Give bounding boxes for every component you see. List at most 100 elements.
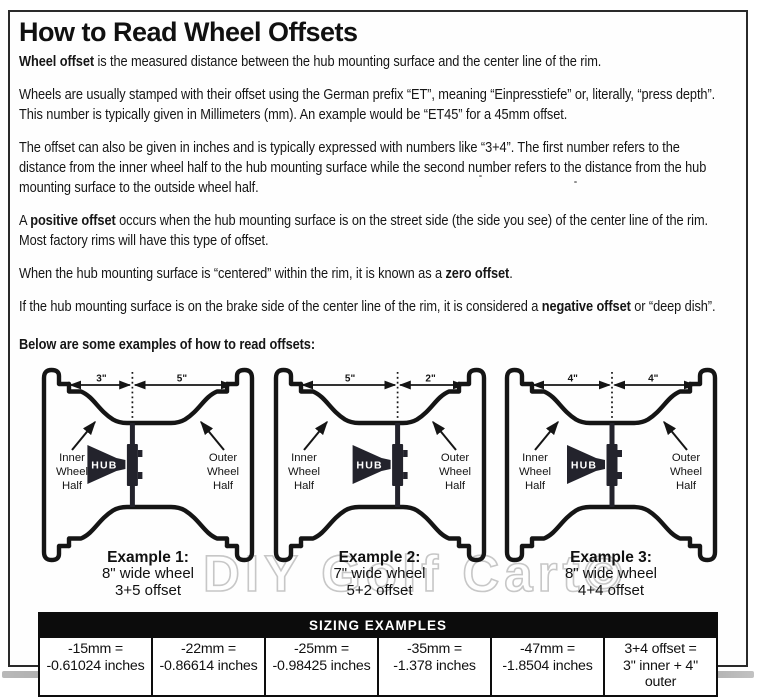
- offset-value: 3+4 offset =: [624, 641, 697, 657]
- paragraph-inches-offset: The offset can also be given in inches a…: [19, 138, 738, 198]
- rim-top-barrel: [529, 381, 693, 426]
- hub-shape: [352, 445, 391, 484]
- text-line: This number is typically given in Millim…: [19, 107, 568, 123]
- sizing-cell-15mm: -15mm = -0.61024 inches: [40, 638, 153, 695]
- caption-title: Example 1:: [107, 549, 189, 566]
- text-run: When the hub mounting surface is “center…: [19, 266, 446, 282]
- text-line: distance from the inner wheel half to th…: [19, 160, 707, 176]
- text-run: A: [19, 213, 31, 229]
- inner-half-arrow: [71, 420, 96, 451]
- bold-negative-offset: negative offset: [541, 299, 631, 315]
- mm-value: -15mm =: [68, 641, 123, 657]
- diagram-caption-2: Example 2: 7" wide wheel 5+2 offset: [266, 549, 494, 599]
- text-run: .: [509, 266, 513, 282]
- dimension-label-inner: 5": [344, 374, 355, 385]
- sizing-table-header: SIZING EXAMPLES: [40, 614, 716, 638]
- caption-offset: 5+2 offset: [346, 581, 413, 599]
- hub-label: HUB: [356, 460, 382, 472]
- text-run: or “deep dish”.: [630, 299, 716, 315]
- text-run: If the hub mounting surface is on the br…: [19, 299, 542, 315]
- paragraph-et-prefix: Wheels are usually stamped with their of…: [19, 85, 738, 125]
- mounting-pad: [391, 444, 403, 486]
- text-line: Most factory rims will have this type of…: [19, 233, 269, 249]
- page-title: How to Read Wheel Offsets: [19, 17, 358, 47]
- mounting-pad: [126, 444, 138, 486]
- diagram-caption-1: Example 1: 8" wide wheel 3+5 offset: [34, 549, 262, 599]
- sizing-table-row: -15mm = -0.61024 inches -22mm = -0.86614…: [40, 638, 716, 695]
- inch-value: -1.8504 inches: [502, 657, 593, 674]
- paragraph-wheel-offset-definition: Wheel offset is the measured distance be…: [19, 52, 738, 72]
- hub-shape: [567, 445, 605, 484]
- caption-wheel-width: 8" wide wheel: [564, 565, 658, 582]
- rim-left-wall: [504, 367, 535, 563]
- sizing-cell-3plus4: 3+4 offset = 3" inner + 4" outer: [605, 638, 716, 695]
- document-page: How to Read Wheel Offsets Wheel offset i…: [8, 10, 748, 697]
- scan-speck: [574, 181, 577, 183]
- text-run: occurs when the hub mounting surface is …: [115, 213, 708, 229]
- pad-stud-top: [402, 450, 408, 457]
- inner-half-arrow: [534, 420, 559, 451]
- hub-shape: [87, 445, 126, 484]
- bold-wheel-offset: Wheel offset: [19, 54, 95, 70]
- dimension-label-outer: 5": [177, 374, 188, 385]
- mm-value: -22mm =: [181, 641, 236, 657]
- caption-title: Example 2:: [338, 549, 421, 566]
- text-line: Wheels are usually stamped with their of…: [19, 87, 716, 103]
- caption-wheel-width: 7" wide wheel: [333, 565, 426, 582]
- caption-title: Example 3:: [570, 549, 652, 566]
- body-copy: Wheel offset is the measured distance be…: [19, 52, 738, 355]
- rim-right-wall: [687, 367, 718, 563]
- caption-offset: 3+5 offset: [114, 581, 182, 599]
- bold-zero-offset: zero offset: [445, 266, 510, 282]
- inch-value: -0.86614 inches: [159, 657, 258, 674]
- paragraph-positive-offset: A positive offset occurs when the hub mo…: [19, 211, 738, 251]
- rim-left-wall: [41, 367, 72, 563]
- scan-speck: [479, 175, 482, 177]
- pad-stud-bottom: [402, 472, 408, 479]
- inch-value: -0.98425 inches: [272, 657, 371, 674]
- mm-value: -47mm =: [520, 641, 575, 657]
- rim-right-wall: [456, 367, 486, 563]
- diagram-caption-3: Example 3: 8" wide wheel 4+4 offset: [497, 549, 725, 599]
- sizing-cell-35mm: -35mm = -1.378 inches: [379, 638, 492, 695]
- sizing-cell-47mm: -47mm = -1.8504 inches: [492, 638, 605, 695]
- caption-wheel-width: 8" wide wheel: [101, 565, 195, 582]
- text-line: mounting surface to the outside wheel ha…: [19, 180, 259, 196]
- sizing-cell-25mm: -25mm = -0.98425 inches: [266, 638, 379, 695]
- dimension-label-outer: 4": [648, 374, 659, 385]
- sizing-examples-table: SIZING EXAMPLES -15mm = -0.61024 inches …: [38, 612, 718, 697]
- dimension-label-outer: 2": [425, 374, 436, 385]
- rim-bottom-barrel: [66, 504, 230, 549]
- outer-half-arrow: [663, 420, 688, 451]
- inner-outer-value: 3" inner + 4" outer: [623, 657, 698, 691]
- pad-stud-bottom: [137, 472, 143, 479]
- text-run: is the measured distance between the hub…: [94, 54, 602, 70]
- examples-heading: Below are some examples of how to read o…: [19, 335, 738, 355]
- pad-stud-top: [137, 450, 143, 457]
- sizing-cell-22mm: -22mm = -0.86614 inches: [153, 638, 266, 695]
- paragraph-zero-offset: When the hub mounting surface is “center…: [19, 264, 738, 284]
- inner-half-arrow: [302, 420, 328, 451]
- mm-value: -25mm =: [294, 641, 349, 657]
- rim-bottom-barrel: [298, 504, 461, 549]
- dimension-label-inner: 4": [568, 374, 579, 385]
- rim-right-wall: [224, 367, 255, 563]
- hub-label: HUB: [571, 460, 597, 472]
- rim-top-barrel: [66, 381, 230, 426]
- rim-bottom-barrel: [529, 504, 693, 549]
